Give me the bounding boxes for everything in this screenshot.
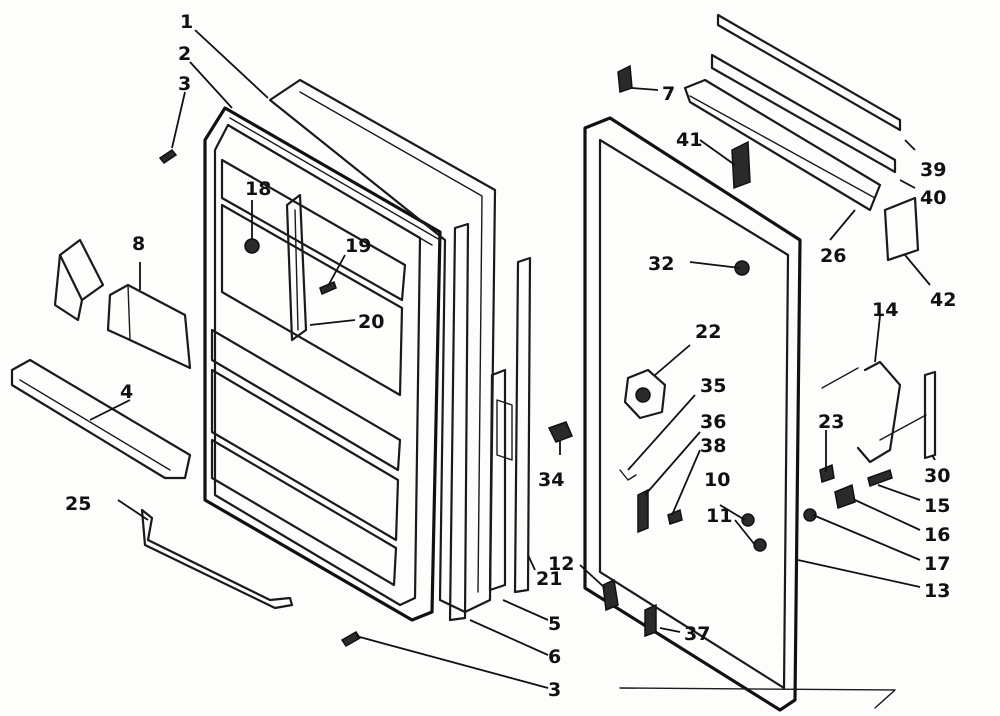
label-38: 38: [700, 435, 726, 457]
label-13: 13: [924, 580, 950, 602]
label-4: 4: [120, 381, 133, 403]
label-1: 1: [180, 11, 193, 33]
label-36: 36: [700, 411, 726, 433]
callout-labels: 1 2 3 8 4 18 19 20 25 34 21 5 6 3 12 7 4…: [65, 11, 956, 701]
label-10: 10: [704, 469, 730, 491]
label-25: 25: [65, 493, 91, 515]
door-panel: [583, 116, 802, 712]
label-41: 41: [676, 129, 702, 151]
label-15: 15: [924, 495, 950, 517]
label-20: 20: [358, 311, 384, 333]
door-liner: [203, 106, 442, 622]
breaker-strip: [285, 193, 308, 342]
label-34: 34: [538, 469, 564, 491]
label-35: 35: [700, 375, 726, 397]
floor-line: [619, 687, 896, 709]
label-22: 22: [695, 321, 721, 343]
label-3-bottom: 3: [548, 679, 561, 701]
label-23: 23: [818, 411, 844, 433]
label-30: 30: [924, 465, 950, 487]
label-17: 17: [924, 553, 950, 575]
label-42: 42: [930, 289, 956, 311]
label-11: 11: [706, 505, 732, 527]
label-6: 6: [548, 646, 561, 668]
shelf-retainer: [53, 238, 192, 370]
label-19: 19: [345, 235, 371, 257]
leader-lines: [89, 29, 936, 689]
door-gasket: [268, 78, 497, 614]
label-32: 32: [648, 253, 674, 275]
label-8: 8: [132, 233, 145, 255]
top-trims: [683, 13, 902, 212]
label-40: 40: [920, 187, 946, 209]
label-39: 39: [920, 159, 946, 181]
label-3-top: 3: [178, 73, 191, 95]
handle-assembly: [821, 360, 937, 464]
label-18: 18: [245, 178, 271, 200]
bottom-rod: [140, 508, 294, 610]
label-12: 12: [548, 553, 574, 575]
label-21: 21: [536, 568, 562, 590]
label-37: 37: [684, 623, 710, 645]
label-2: 2: [178, 43, 191, 65]
side-strips: [448, 222, 532, 622]
label-14: 14: [872, 299, 898, 321]
door-shelf: [10, 358, 192, 480]
label-7: 7: [662, 83, 675, 105]
label-26: 26: [820, 245, 846, 267]
label-5: 5: [548, 613, 561, 635]
label-16: 16: [924, 524, 950, 546]
